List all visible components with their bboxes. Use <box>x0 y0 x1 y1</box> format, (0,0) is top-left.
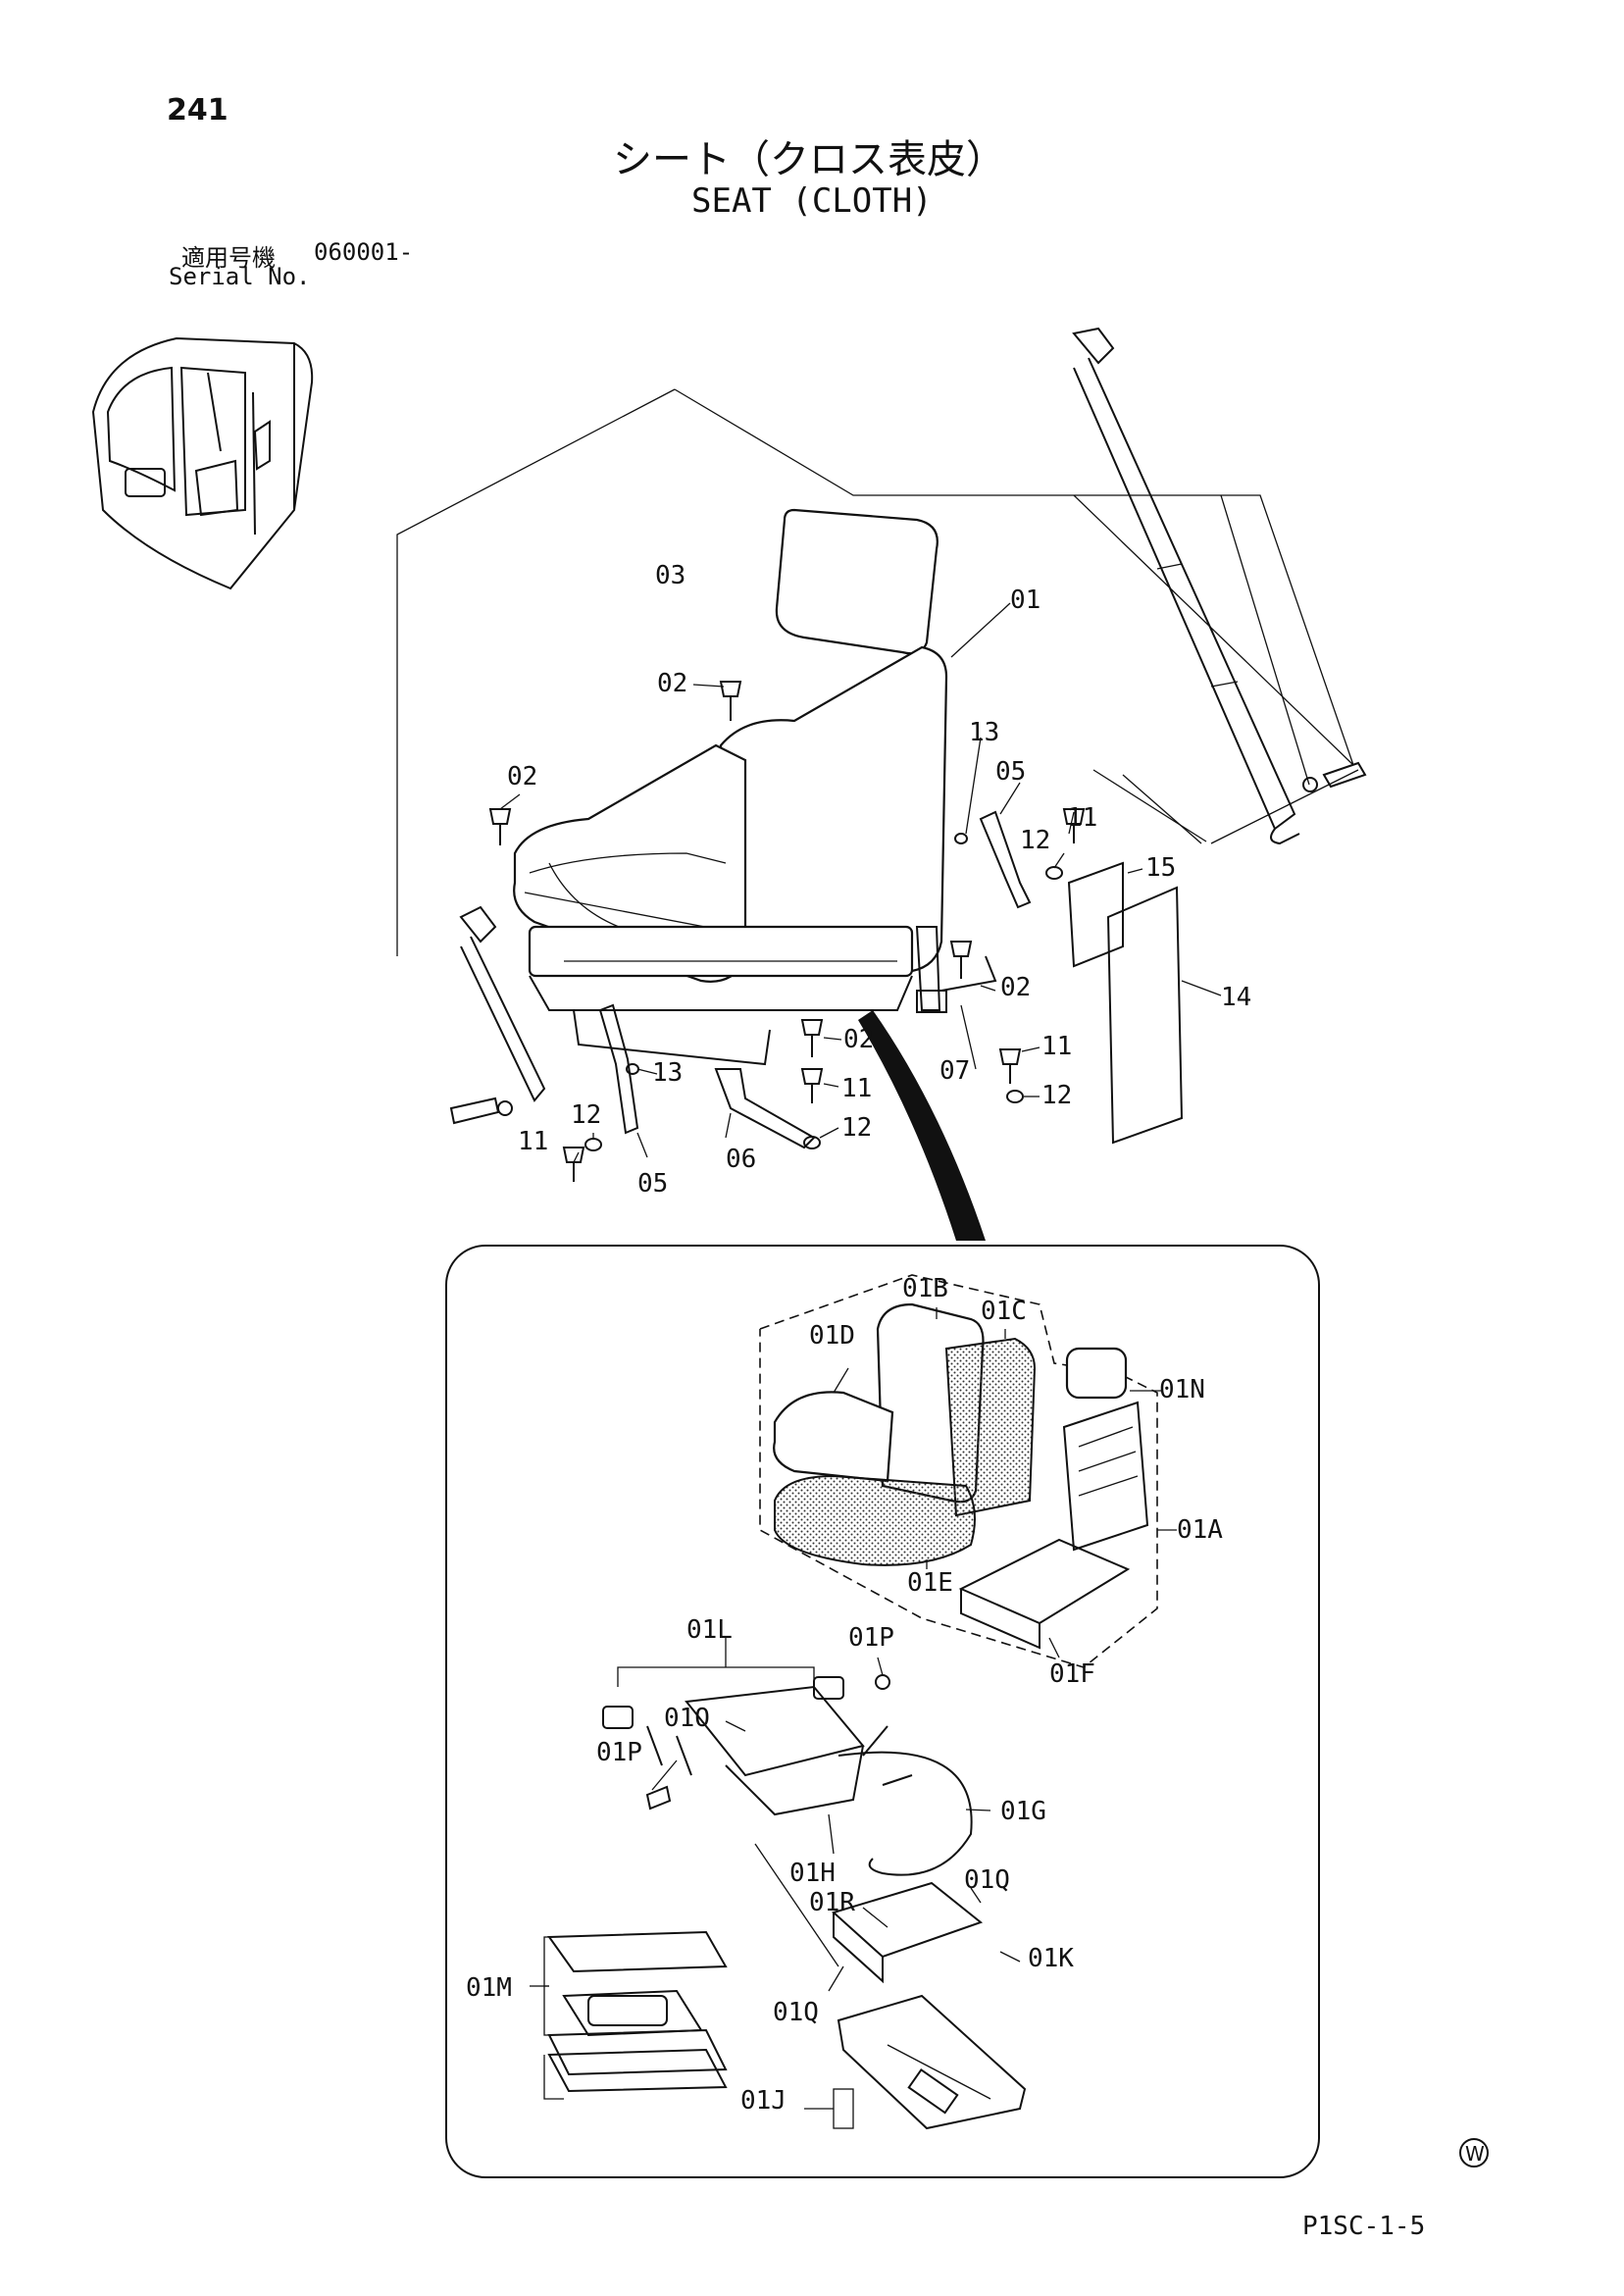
callout-01N: 01N <box>1159 1375 1205 1404</box>
callout-01E: 01E <box>907 1568 953 1598</box>
w-mark-letter: W <box>1465 2142 1485 2166</box>
callout-13-a: 13 <box>969 718 999 747</box>
main-callouts: 01 02 02 02 02 03 05 05 06 07 11 11 11 1… <box>507 561 1251 1199</box>
callout-01F: 01F <box>1049 1659 1095 1689</box>
callout-01L: 01L <box>686 1615 733 1645</box>
callout-11-a: 11 <box>1067 803 1097 833</box>
seat-assembly-bracket <box>396 388 1359 956</box>
cab-location-icon <box>91 336 314 590</box>
callout-02-a: 02 <box>657 669 687 698</box>
callout-12-a: 12 <box>1020 826 1050 855</box>
callout-02-d: 02 <box>843 1025 874 1054</box>
leader-lines <box>499 602 1222 1163</box>
callout-01Q-b: 01Q <box>773 1998 819 2027</box>
callout-01B: 01B <box>902 1274 948 1303</box>
callout-02-c: 02 <box>1000 973 1031 1002</box>
callout-01P-b: 01P <box>596 1738 642 1767</box>
callout-01J: 01J <box>740 2086 787 2116</box>
callout-06: 06 <box>726 1145 756 1174</box>
left-belt-buckle <box>449 905 546 1125</box>
detail-callouts: 01A 01B 01C 01D 01E 01F 01G 01H 01J 01K … <box>466 1274 1223 2116</box>
callout-03: 03 <box>655 561 685 590</box>
callout-07: 07 <box>939 1056 970 1086</box>
serial-number-value: 060001- <box>314 238 414 266</box>
seat-brackets <box>598 810 1032 1149</box>
callout-14: 14 <box>1221 983 1251 1012</box>
callout-11-b: 11 <box>1041 1032 1072 1061</box>
detail-lower-parts <box>547 1930 1027 2130</box>
callout-12-c: 12 <box>841 1113 872 1143</box>
page-code: P1SC-1-5 <box>1302 2212 1426 2241</box>
detail-leader-lines <box>530 1307 1177 2129</box>
fastener-parts <box>488 681 1086 1182</box>
callout-01M: 01M <box>466 1973 512 2003</box>
callout-01O: 01O <box>664 1704 710 1733</box>
callout-01G: 01G <box>1000 1797 1046 1826</box>
callout-11-d: 11 <box>518 1127 548 1156</box>
seat-main-drawing <box>513 508 948 1066</box>
callout-01K: 01K <box>1028 1944 1074 1973</box>
seat-belt-strap <box>1072 327 1367 845</box>
callout-11-c: 11 <box>841 1074 872 1103</box>
callout-15: 15 <box>1145 853 1176 883</box>
detail-frame <box>445 1245 1320 2178</box>
detail-mechanism <box>602 1666 984 1984</box>
callout-01: 01 <box>1010 586 1040 615</box>
page-title-japanese: シート（クロス表皮） <box>613 137 1005 182</box>
callout-12-d: 12 <box>571 1100 601 1130</box>
serial-label-english: Serial No. <box>169 263 311 290</box>
page-title-english: SEAT (CLOTH) <box>691 181 933 221</box>
callout-01A: 01A <box>1177 1515 1223 1545</box>
callout-01R: 01R <box>809 1888 855 1917</box>
serial-label-japanese: 適用号機 <box>181 244 276 272</box>
callout-13-b: 13 <box>652 1058 683 1088</box>
detail-seat-components <box>759 1274 1158 1668</box>
detail-pointer-arrow <box>858 1010 986 1241</box>
callout-01P-a: 01P <box>848 1623 894 1653</box>
page-number: 241 <box>167 93 228 128</box>
callout-12-b: 12 <box>1041 1081 1072 1110</box>
callout-05-b: 05 <box>637 1169 668 1199</box>
callout-01H: 01H <box>789 1859 836 1888</box>
w-mark-icon: W <box>1459 2138 1489 2168</box>
callout-01C: 01C <box>981 1297 1027 1326</box>
callout-05-a: 05 <box>995 757 1026 787</box>
callout-01Q-a: 01Q <box>964 1865 1010 1895</box>
side-panels <box>1067 861 1184 1145</box>
callout-01D: 01D <box>809 1321 855 1351</box>
callout-02-b: 02 <box>507 762 537 791</box>
